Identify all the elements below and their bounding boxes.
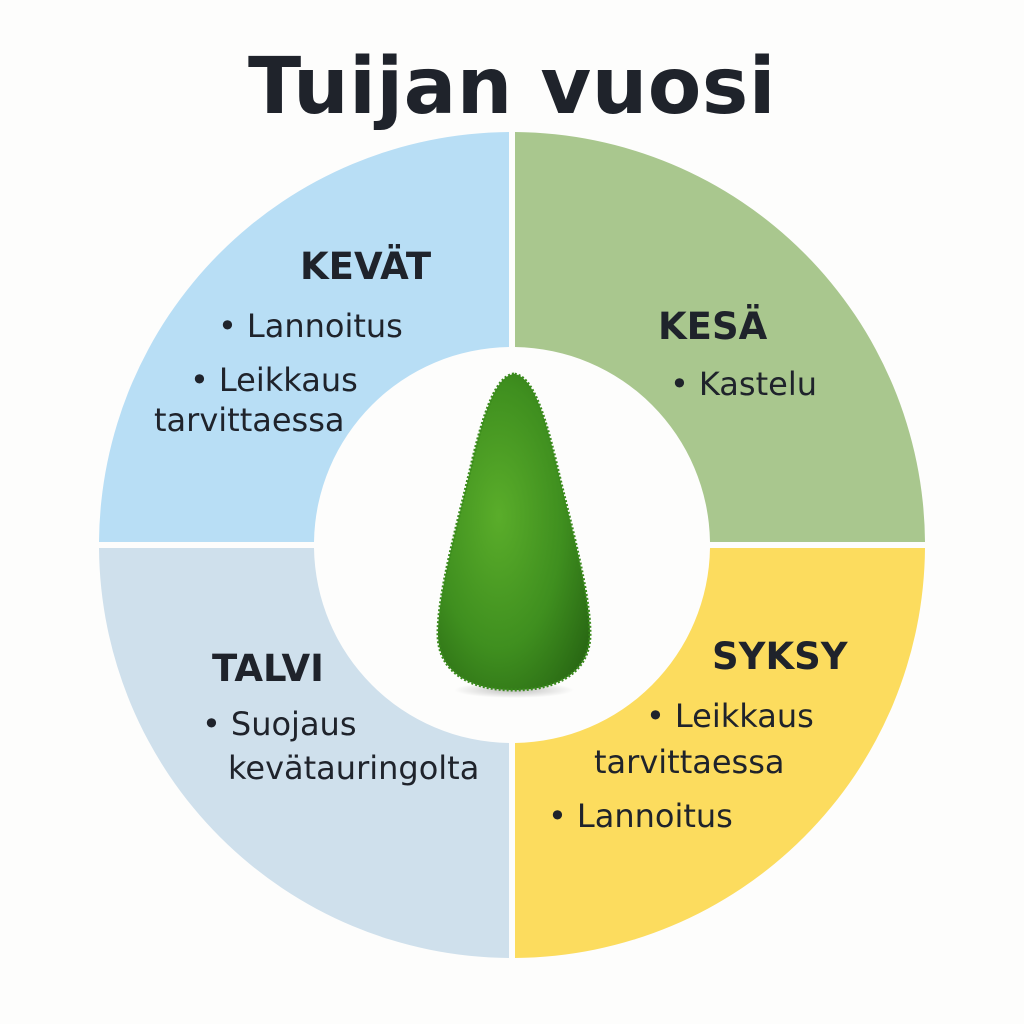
bullet-icon: •	[670, 365, 689, 403]
autumn-segment	[515, 548, 925, 958]
season-title-summer: KESÄ	[658, 305, 768, 348]
bullet-icon: •	[190, 361, 209, 399]
thuja-tree-icon	[436, 372, 592, 698]
winter-item-protection-cont: kevätauringolta	[228, 749, 480, 787]
spring-segment	[99, 132, 509, 542]
page-title: Tuijan vuosi	[247, 42, 777, 132]
spring-item-pruning: •Leikkaus	[190, 361, 358, 399]
autumn-item-pruning-cont: tarvittaessa	[594, 743, 785, 781]
summer-item-watering: •Kastelu	[670, 365, 817, 403]
autumn-item-fertilizing: •Lannoitus	[548, 797, 733, 835]
bullet-icon: •	[646, 697, 665, 735]
summer-segment	[515, 132, 925, 542]
season-summer: KESÄ •Kastelu	[658, 305, 898, 403]
bullet-icon: •	[202, 705, 221, 743]
bullet-icon: •	[548, 797, 567, 835]
season-title-winter: TALVI	[212, 647, 324, 690]
spring-item-pruning-cont: tarvittaessa	[154, 401, 345, 439]
season-title-autumn: SYKSY	[712, 635, 848, 678]
spring-item-fertilizing: •Lannoitus	[218, 307, 403, 345]
autumn-item-pruning: •Leikkaus	[646, 697, 814, 735]
winter-item-protection: •Suojaus	[202, 705, 357, 743]
winter-segment	[99, 548, 509, 958]
season-title-spring: KEVÄT	[300, 245, 432, 288]
bullet-icon: •	[218, 307, 237, 345]
